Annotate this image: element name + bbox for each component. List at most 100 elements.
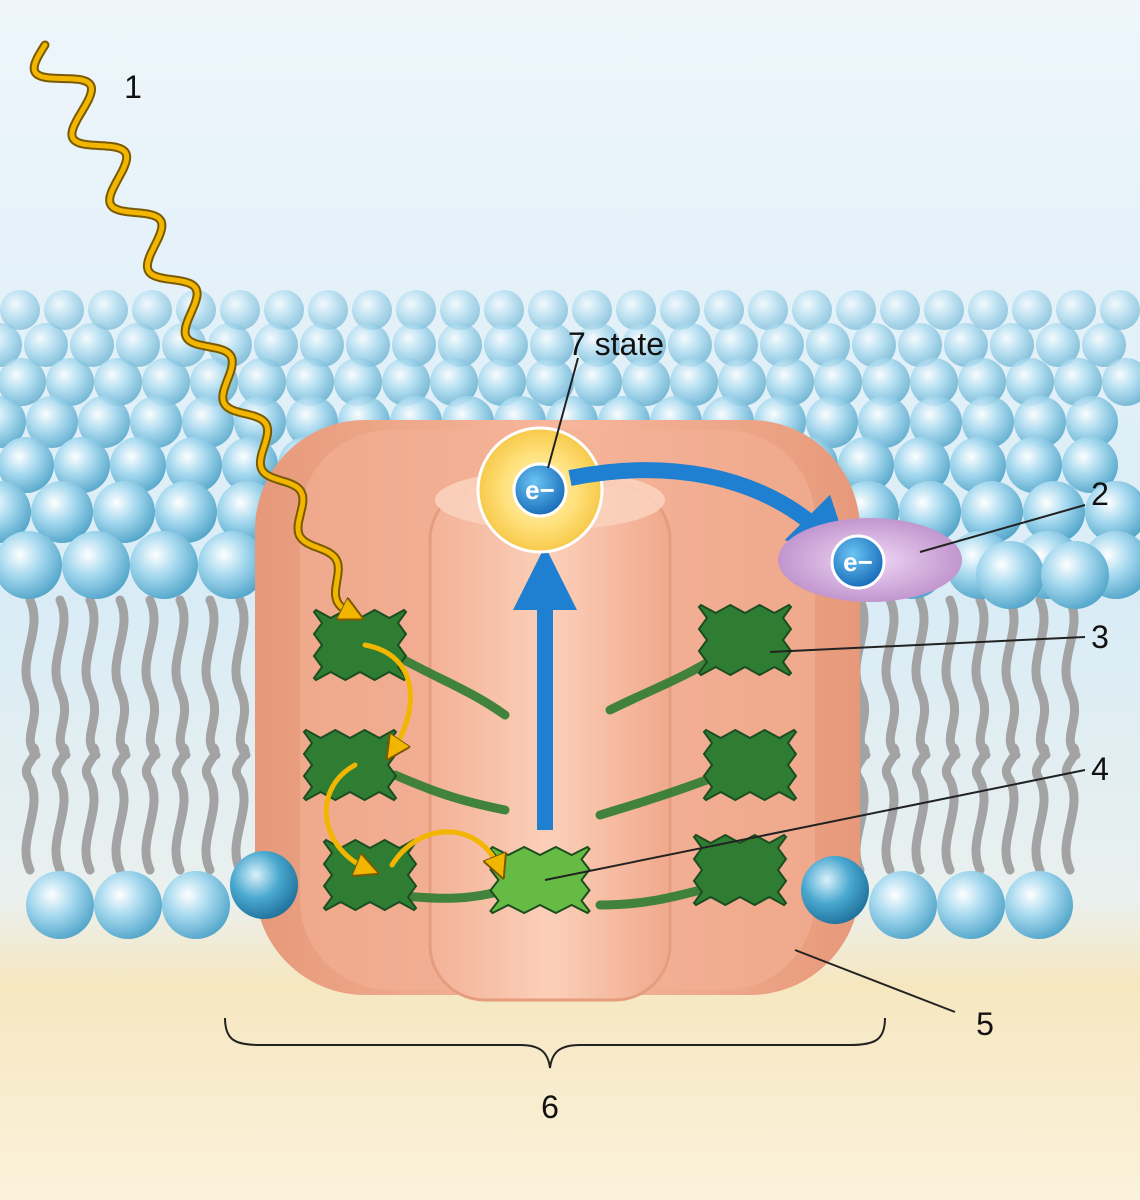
lipid-head: [616, 290, 656, 330]
lipid-tail: [1031, 595, 1051, 760]
lipid-head: [382, 358, 430, 406]
pigment-molecule-icon: [702, 728, 798, 802]
lipid-head: [766, 358, 814, 406]
lipid-head: [208, 323, 252, 367]
lipid-head: [26, 871, 94, 939]
lipid-head: [968, 290, 1008, 330]
lipid-head: [308, 290, 348, 330]
label-5: 5: [976, 1006, 994, 1042]
lipid-head: [155, 481, 217, 543]
label-1: 1: [124, 69, 142, 105]
lipid-head: [1054, 358, 1102, 406]
labels: 1 2 3 4 5 6 7 state: [124, 69, 1109, 1125]
lipid-head: [162, 323, 206, 367]
lipid-tail: [51, 743, 70, 875]
lipid-head: [0, 323, 22, 367]
lipid-head: [1006, 437, 1062, 493]
pigment-molecule-icon: [489, 845, 591, 915]
lipid-head: [88, 290, 128, 330]
lipid-head: [0, 481, 31, 543]
lipid-head: [346, 323, 390, 367]
lipid-head: [660, 290, 700, 330]
label-6: 6: [541, 1089, 559, 1125]
lipid-head: [478, 358, 526, 406]
label-3: 3: [1091, 619, 1109, 655]
lipid-tail: [1061, 743, 1080, 875]
lipid-head: [862, 358, 910, 406]
lipid-head: [574, 358, 622, 406]
lipid-head: [198, 531, 266, 599]
lipid-head: [26, 396, 78, 448]
lipid-head: [1056, 290, 1096, 330]
lipid-tail: [111, 743, 130, 875]
lipid-head: [910, 358, 958, 406]
lipid-head: [0, 437, 54, 493]
lipid-head: [760, 323, 804, 367]
lipid-head: [718, 358, 766, 406]
lipid-head: [814, 358, 862, 406]
lipid-head: [880, 290, 920, 330]
lipid-head: [230, 851, 298, 919]
lipid-head: [396, 290, 436, 330]
lipid-head: [526, 358, 574, 406]
lipid-head: [238, 358, 286, 406]
lipid-head: [142, 358, 190, 406]
lipid-head: [62, 531, 130, 599]
lipid-head: [1082, 323, 1126, 367]
lipid-head: [894, 437, 950, 493]
lipid-head: [1036, 323, 1080, 367]
lipid-head: [1066, 396, 1118, 448]
lipid-head: [132, 290, 172, 330]
photon-wave-core: [31, 42, 355, 615]
lipid-head: [714, 323, 758, 367]
lipid-tail: [111, 595, 131, 760]
lipid-head: [110, 437, 166, 493]
pigment-molecule-icon: [312, 608, 408, 682]
electron-transfer-arrow-icon: [568, 462, 853, 563]
lipid-head: [1062, 437, 1118, 493]
electron-icon: [512, 462, 568, 518]
lipid-head: [1023, 481, 1085, 543]
lipid-head: [430, 358, 478, 406]
lipid-head: [838, 437, 894, 493]
lipid-head: [31, 481, 93, 543]
lipid-head: [1102, 358, 1140, 406]
lipid-head: [1005, 871, 1073, 939]
lipid-tail: [81, 743, 100, 875]
lipid-head: [162, 871, 230, 939]
lipid-head: [440, 290, 480, 330]
lipid-head: [70, 323, 114, 367]
lipid-head: [166, 437, 222, 493]
lipid-head: [44, 290, 84, 330]
lipid-tail: [81, 595, 101, 760]
energy-transfer-arrows: [323, 642, 500, 870]
lipid-head: [334, 358, 382, 406]
lipid-tail: [231, 743, 250, 875]
lipid-tail: [231, 595, 251, 760]
lipid-tails: [21, 595, 1081, 875]
lipid-head: [1085, 481, 1140, 543]
lipid-head: [937, 871, 1005, 939]
lipid-head: [1006, 358, 1054, 406]
lipid-head: [438, 323, 482, 367]
lipid-head: [670, 358, 718, 406]
lipid-head: [54, 437, 110, 493]
lipid-head: [944, 323, 988, 367]
lipid-tail: [171, 595, 191, 760]
lipid-head: [0, 358, 46, 406]
lipid-tail: [911, 743, 930, 875]
lipid-tail: [21, 595, 41, 760]
acceptor-electron-icon: [830, 534, 886, 590]
lipid-head: [836, 290, 876, 330]
lipid-tail: [171, 743, 190, 875]
lipid-head: [950, 437, 1006, 493]
lipid-tail: [881, 743, 900, 875]
leader-lines: [224, 357, 1086, 1069]
lipid-head: [622, 358, 670, 406]
lipid-head: [116, 323, 160, 367]
lipid-tail: [911, 595, 931, 760]
lipid-tail: [201, 595, 221, 760]
lipid-head: [668, 323, 712, 367]
pigment-molecules: [302, 603, 798, 915]
lipid-head: [1014, 396, 1066, 448]
